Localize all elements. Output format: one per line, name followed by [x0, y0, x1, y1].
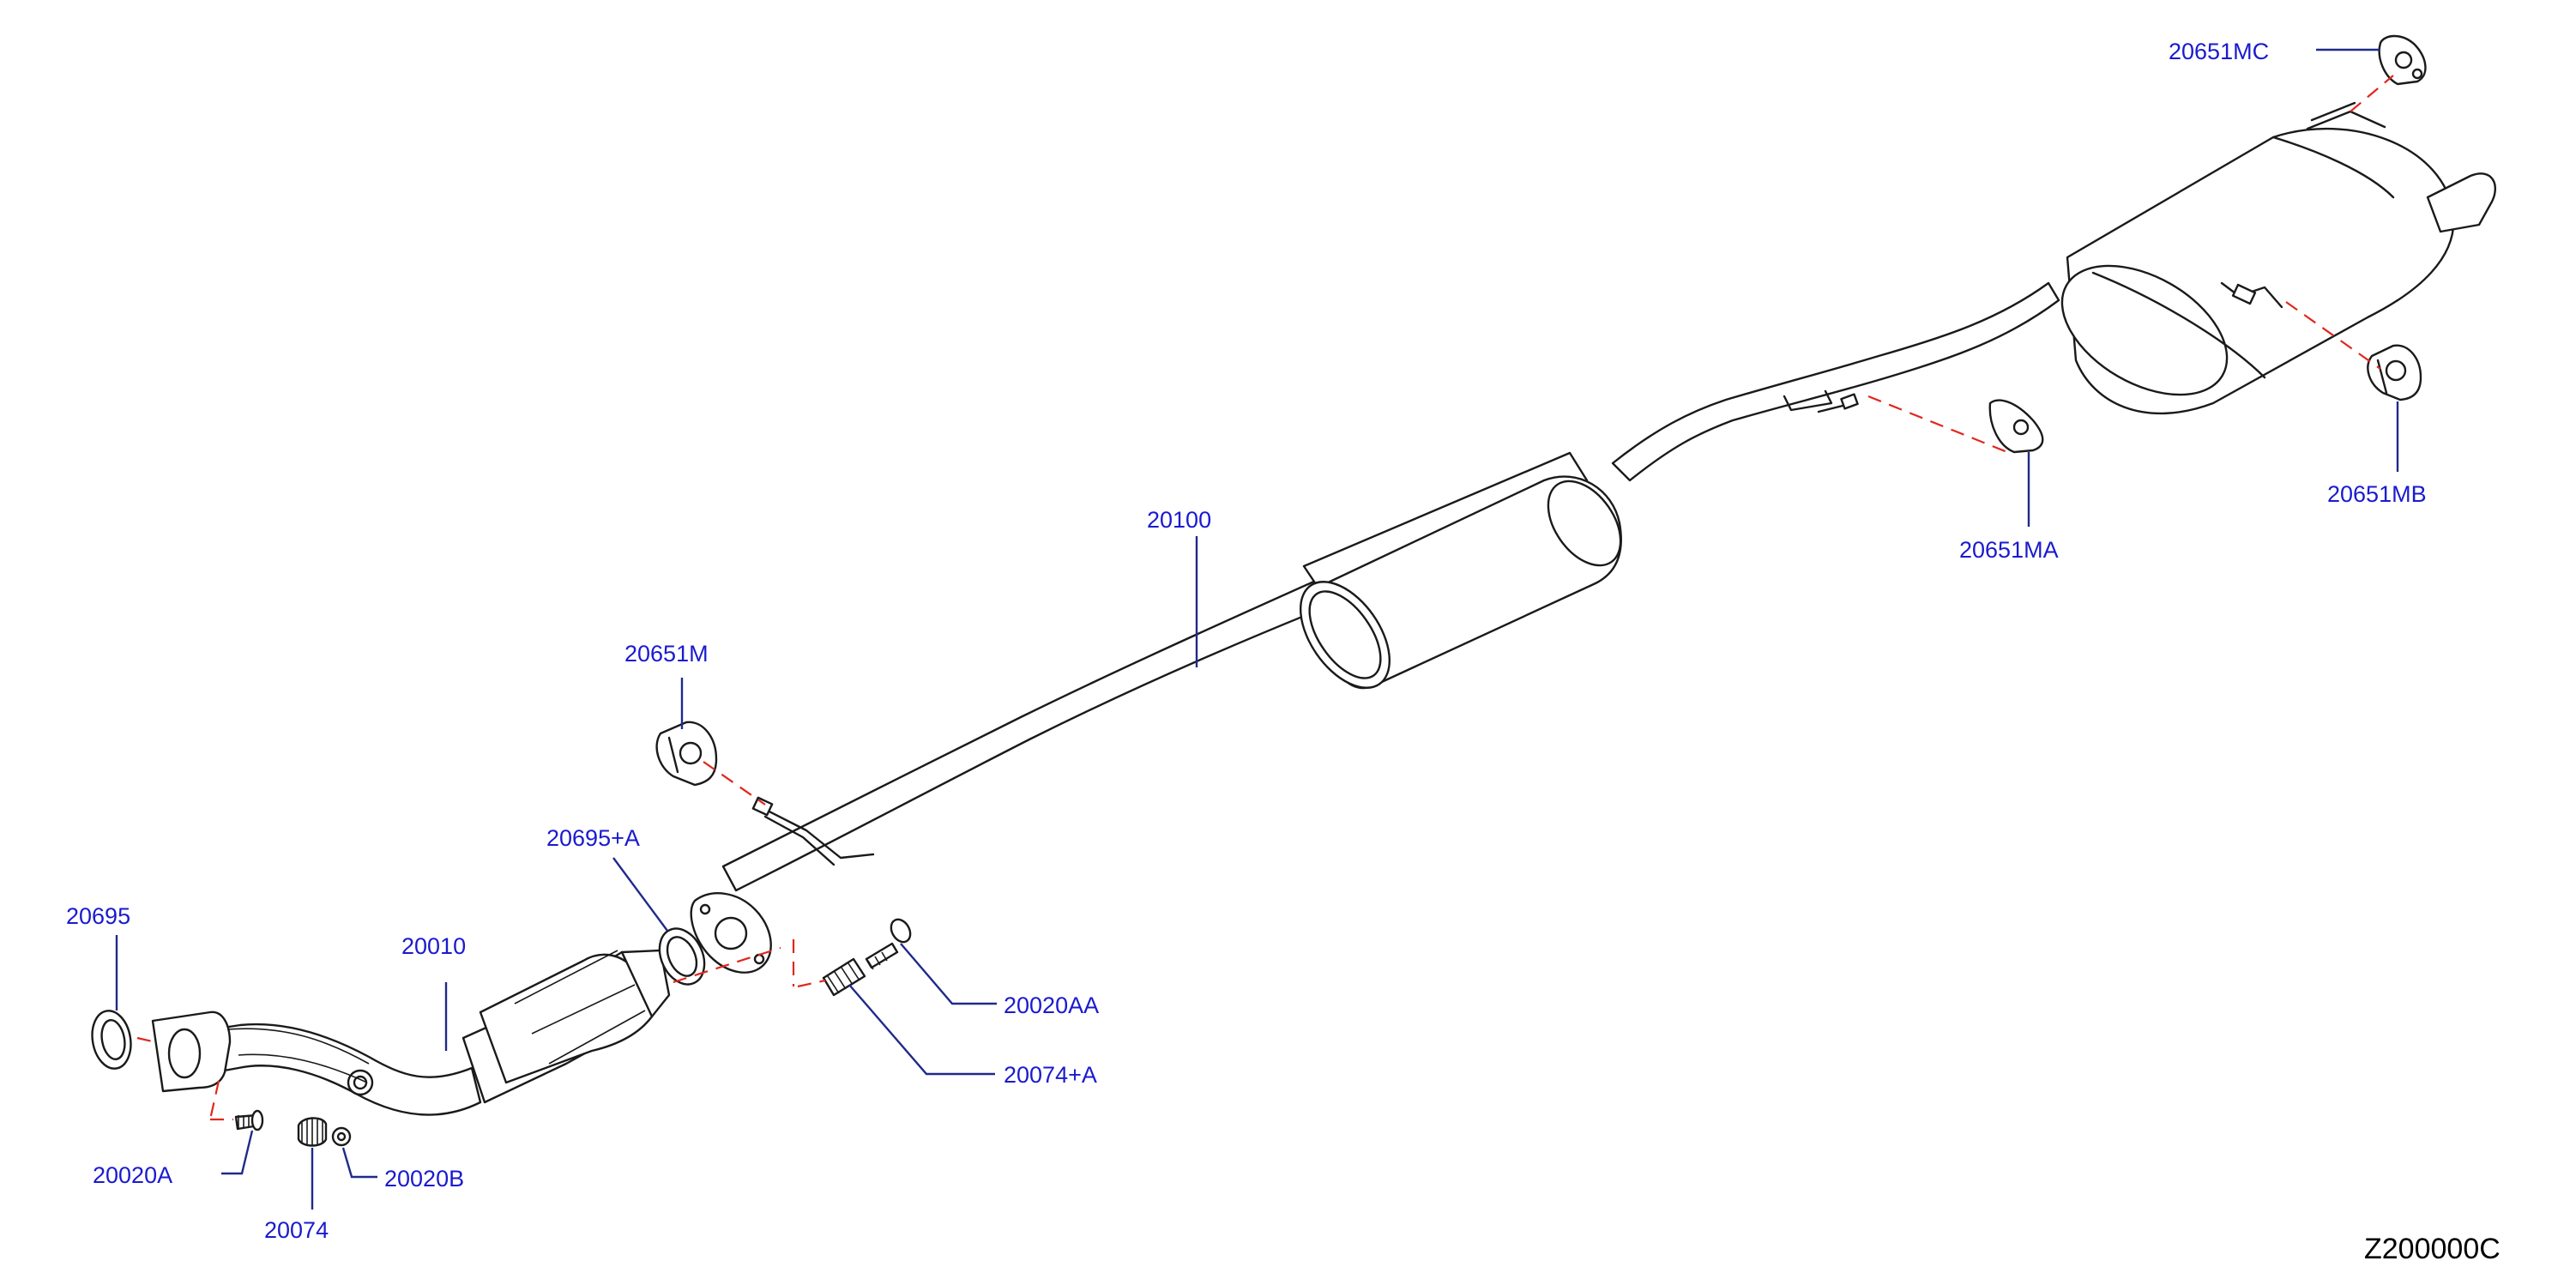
rubber-mount-20651mb-part: [2367, 344, 2422, 401]
rubber-mount-20651ma-part: [1988, 399, 2044, 454]
label-20020b[interactable]: 20020B: [384, 1166, 464, 1192]
label-20651ma[interactable]: 20651MA: [1959, 537, 2059, 563]
label-20020aa[interactable]: 20020AA: [1004, 992, 1099, 1018]
label-20651mc[interactable]: 20651MC: [2169, 39, 2269, 64]
gasket-20695-part: [91, 1010, 132, 1070]
bolt-20020aa-part: [865, 918, 912, 970]
label-20651mb[interactable]: 20651MB: [2327, 481, 2427, 507]
center-pipe-part: [721, 281, 2060, 892]
alignment-lines: [136, 75, 2394, 1121]
gasket-20695a-part: [658, 927, 706, 986]
nut-20020b-part: [331, 1126, 352, 1147]
spring-20074-part: [297, 1117, 328, 1147]
label-20074[interactable]: 20074: [264, 1217, 329, 1243]
label-20074a[interactable]: 20074+A: [1004, 1062, 1097, 1088]
front-pipe-catalyst-part: [151, 949, 671, 1116]
bolt-20020a-part: [234, 1109, 264, 1131]
label-20100[interactable]: 20100: [1147, 507, 1211, 533]
part-labels: 20651MC 20651MB 20651MA 20100 20651M 206…: [66, 39, 2427, 1243]
rubber-mount-20651mc-part: [2378, 34, 2427, 86]
rear-muffler-part: [2060, 101, 2496, 415]
leader-lines: [115, 48, 2399, 1210]
rubber-mount-20651m-part: [655, 721, 718, 787]
label-20695a[interactable]: 20695+A: [546, 825, 640, 851]
label-20651m[interactable]: 20651M: [624, 641, 709, 667]
center-muffler-part: [1299, 475, 1622, 690]
label-20010[interactable]: 20010: [401, 933, 466, 959]
center-pipe-flange-part: [690, 892, 772, 974]
label-20020a[interactable]: 20020A: [93, 1162, 172, 1188]
label-20695[interactable]: 20695: [66, 903, 130, 929]
spring-20074a-part: [822, 957, 866, 997]
diagram-code: Z200000C: [2364, 1233, 2501, 1265]
